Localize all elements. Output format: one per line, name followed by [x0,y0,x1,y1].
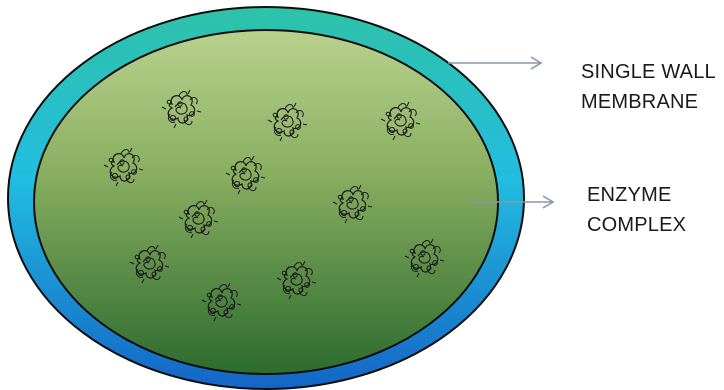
arrow-right-icon [448,57,541,69]
enzyme-label-line1: ENZYME [587,180,686,210]
membrane-label: SINGLE WALL MEMBRANE [581,57,716,117]
enzyme-complex-label: ENZYME COMPLEX [587,180,686,240]
membrane-label-line1: SINGLE WALL [581,57,716,87]
membrane-label-line2: MEMBRANE [581,87,716,117]
enzyme-label-line2: COMPLEX [587,210,686,240]
inner-enzyme-region [34,30,498,374]
